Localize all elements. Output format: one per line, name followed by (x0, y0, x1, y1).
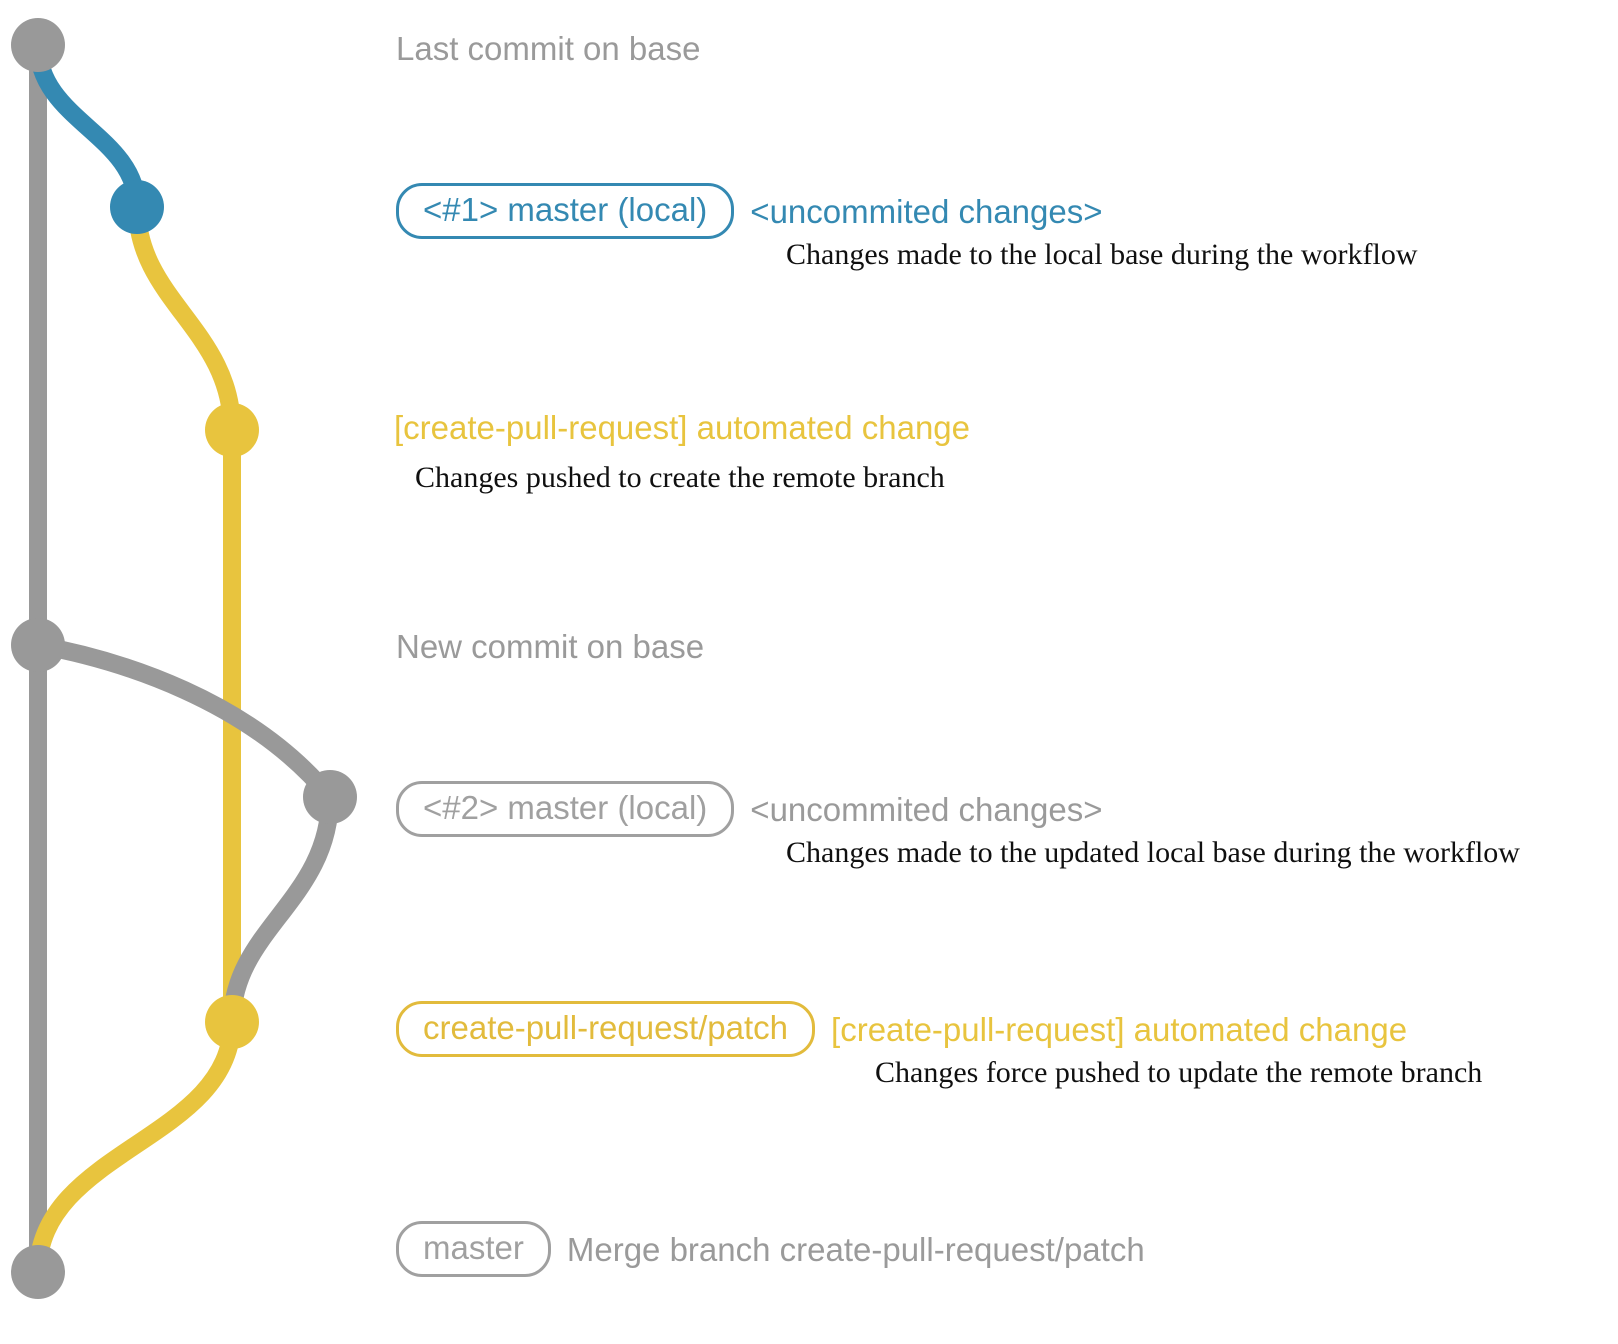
row-new-commit-on-base: New commit on base (396, 630, 704, 663)
edge-base-to-local-2 (29, 636, 339, 806)
edge-patch-2-to-merge (29, 1013, 241, 1281)
commit-title-merge-commit: Merge branch create-pull-request/patch (566, 1230, 1145, 1268)
edge-local-2-to-patch-2 (223, 788, 339, 1031)
row-master-local-2: <#2> master (local) <uncommited changes> (396, 781, 1103, 837)
commit-title-new-commit-on-base: New commit on base (396, 628, 705, 665)
node-automated-change-2[interactable] (205, 995, 259, 1049)
node-master-local-2[interactable] (303, 770, 357, 824)
commit-description-master-local-1: Changes made to the local base during th… (786, 238, 1418, 271)
node-merge-commit[interactable] (11, 1245, 65, 1299)
commit-title-last-commit-on-base: Last commit on base (396, 30, 701, 67)
row-last-commit-on-base: Last commit on base (396, 32, 700, 65)
node-new-commit-on-base[interactable] (11, 618, 65, 672)
edge-local-1-to-patch-1 (128, 198, 241, 439)
commit-description-automated-change-1: Changes pushed to create the remote bran… (415, 461, 945, 494)
commit-title-uncommited-changes-1: <uncommited changes> (750, 192, 1103, 230)
node-automated-change-1[interactable] (205, 403, 259, 457)
node-last-commit-on-base[interactable] (11, 18, 65, 72)
commit-title-automated-change-1: [create-pull-request] automated change (394, 409, 971, 446)
row-create-pull-request-patch: create-pull-request/patch [create-pull-r… (396, 1001, 1407, 1057)
branch-badge-master[interactable]: master (396, 1221, 551, 1277)
row-automated-change-1: [create-pull-request] automated change (394, 411, 970, 444)
commit-title-automated-change-2: [create-pull-request] automated change (831, 1010, 1408, 1048)
git-graph (11, 18, 357, 1299)
node-master-local-1[interactable] (110, 180, 164, 234)
row-master-local-1: <#1> master (local) <uncommited changes> (396, 183, 1103, 239)
row-merge-commit: master Merge branch create-pull-request/… (396, 1221, 1145, 1277)
commit-title-uncommited-changes-2: <uncommited changes> (750, 790, 1103, 828)
commit-description-master-local-2: Changes made to the updated local base d… (786, 836, 1520, 869)
branch-badge-master-local-1[interactable]: <#1> master (local) (396, 183, 735, 239)
branch-badge-create-pull-request-patch[interactable]: create-pull-request/patch (396, 1001, 816, 1057)
branch-badge-master-local-2[interactable]: <#2> master (local) (396, 781, 735, 837)
commit-description-automated-change-2: Changes force pushed to update the remot… (875, 1056, 1483, 1089)
